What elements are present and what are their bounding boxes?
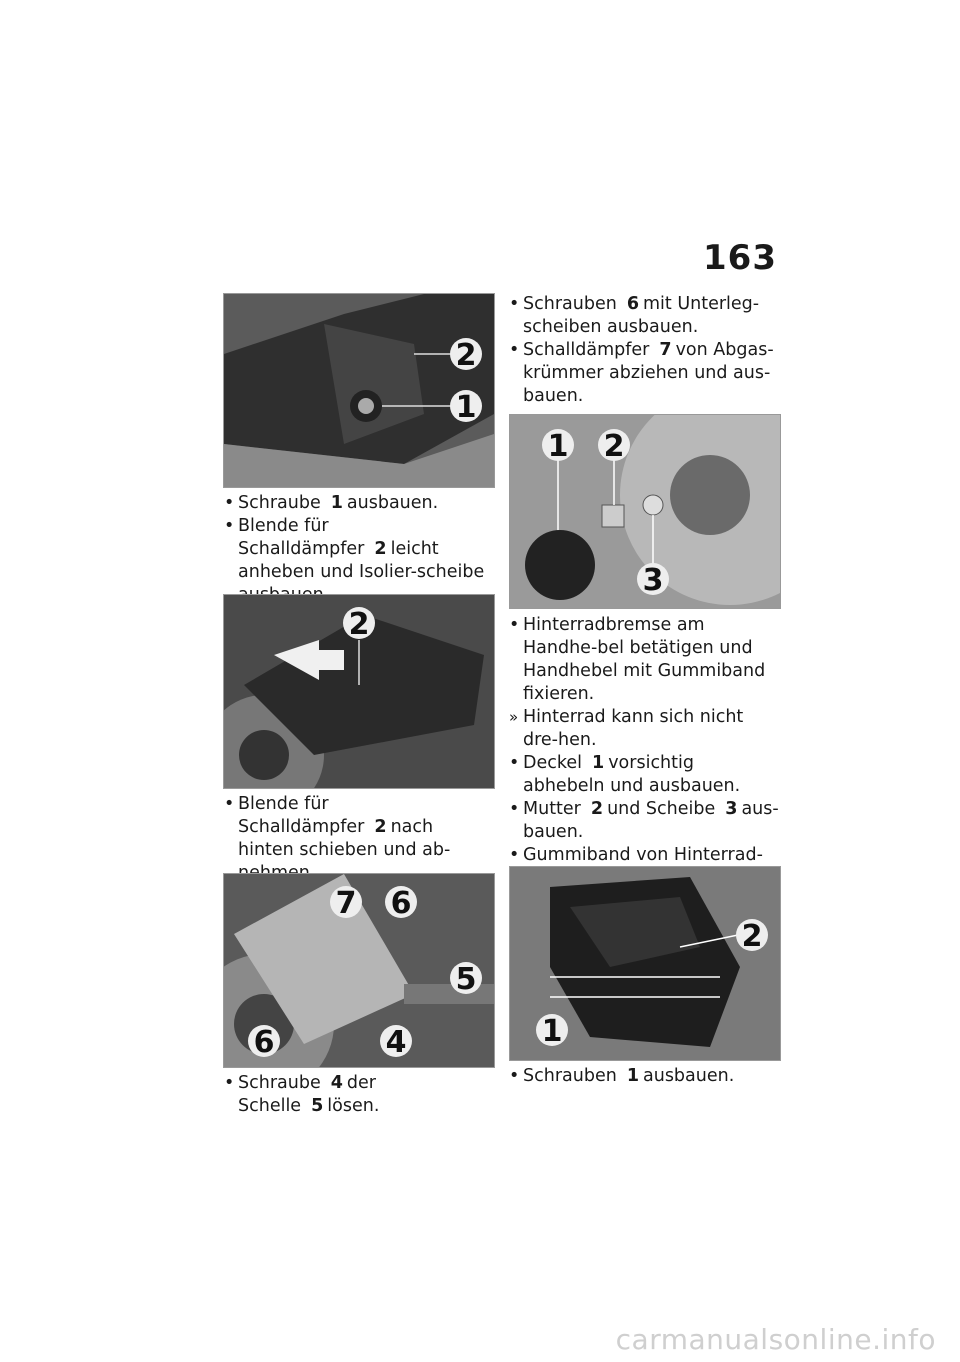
right-steps-2: •Hinterradbremse am Handhe-bel betätigen… <box>509 614 779 890</box>
callout-2: 2 <box>742 919 763 954</box>
callout-5: 5 <box>456 962 477 997</box>
photo-side-cover-screws: 2 1 <box>509 866 781 1061</box>
callout-2: 2 <box>604 429 625 464</box>
callout-4: 4 <box>386 1025 407 1060</box>
result-item: »Hinterrad kann sich nicht dre-hen. <box>509 707 744 750</box>
photo-muffler-clamp-screws: 7 6 5 6 4 <box>223 873 495 1068</box>
callout-1: 1 <box>548 429 569 464</box>
page-number: 163 <box>703 238 777 278</box>
callout-1: 1 <box>542 1014 563 1049</box>
callout-6: 6 <box>254 1025 275 1060</box>
callout-2: 2 <box>456 338 477 373</box>
callout-1: 1 <box>456 390 477 425</box>
step-item: •Hinterradbremse am Handhe-bel betätigen… <box>509 615 766 704</box>
callout-2: 2 <box>349 607 370 642</box>
photo-rear-wheel-cover-nut: 1 2 3 <box>509 414 781 609</box>
callout-6: 6 <box>391 886 412 921</box>
photo-muffler-cover-arrow: 2 <box>223 594 495 789</box>
callout-7: 7 <box>336 886 357 921</box>
photo-screw-and-muffler-cover: 2 1 <box>223 293 495 488</box>
callout-3: 3 <box>643 563 664 598</box>
watermark: carmanualsonline.info <box>615 1323 936 1356</box>
